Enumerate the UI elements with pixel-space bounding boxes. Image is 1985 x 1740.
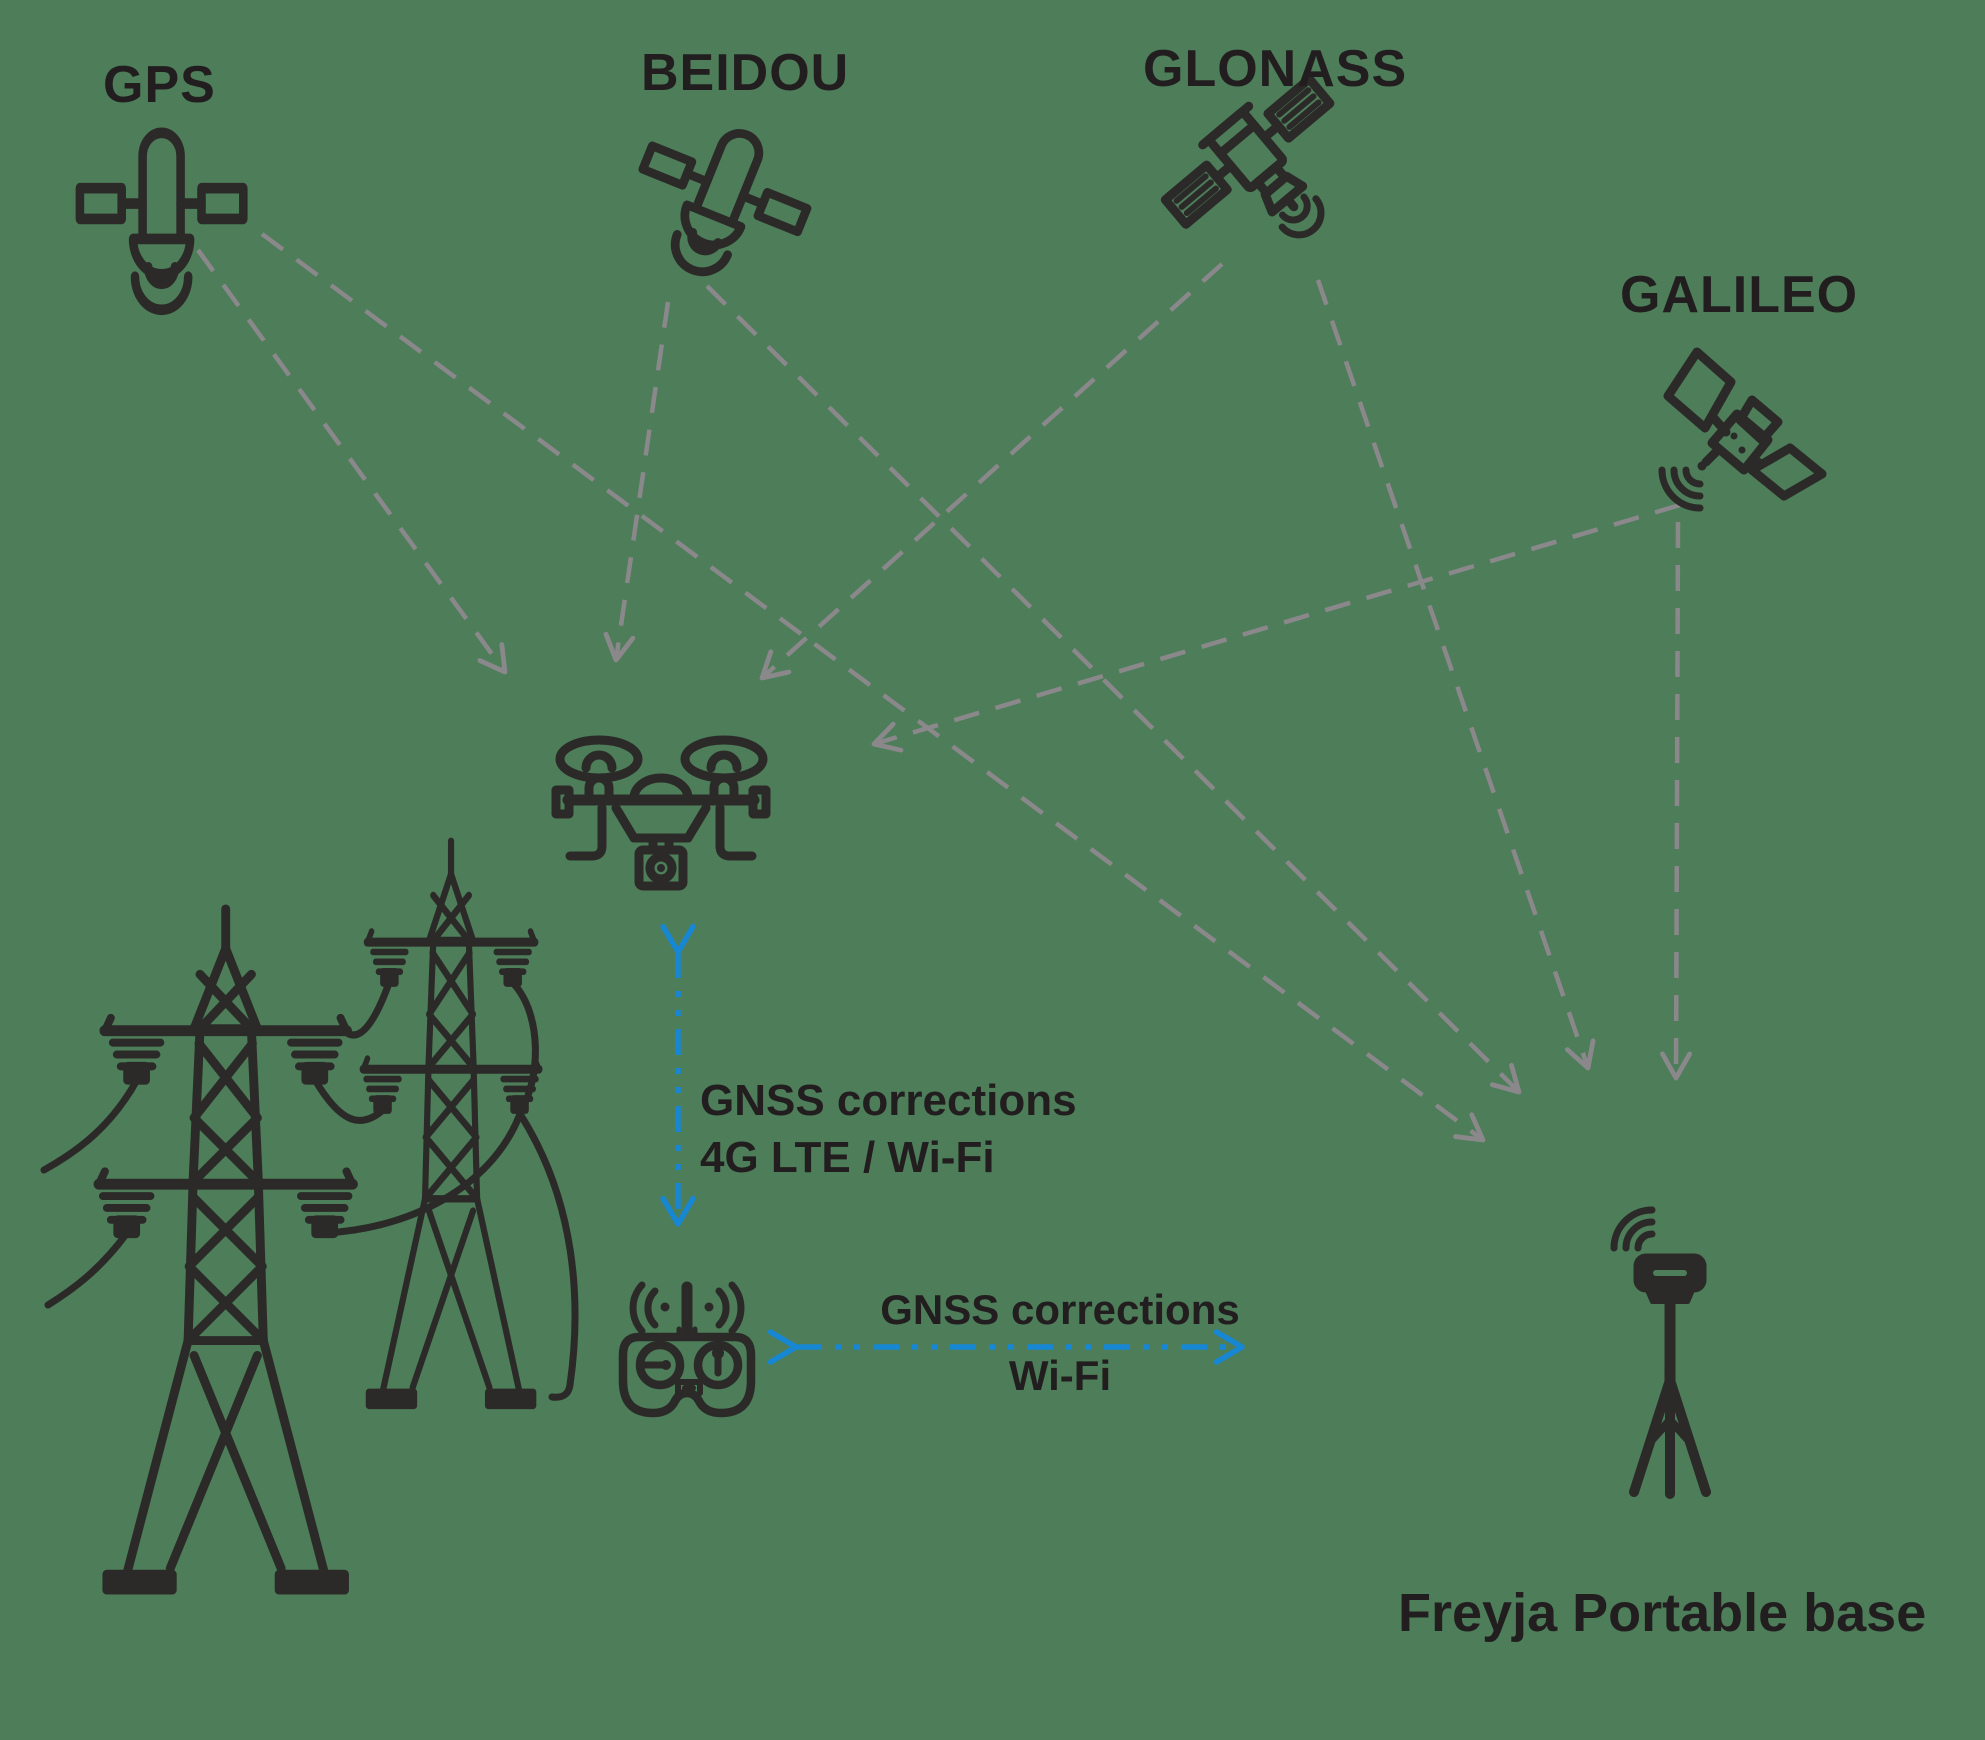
galileo-to-drone-arrow [871,502,1681,753]
glonass-label: GLONASS [1143,40,1408,98]
drone-icon [551,735,771,891]
galileo-label: GALILEO [1620,266,1859,324]
controller-base-link-label-line2: Wi-Fi [1008,1352,1112,1399]
beidou-to-drone-arrow [603,301,671,663]
galileo-satellite-icon [1658,347,1827,512]
galileo-to-base-arrow [1660,521,1693,1081]
power-towers-icon [40,841,579,1590]
signal-dashed-arrows [196,232,1693,1143]
gps-to-drone-arrow [196,248,508,675]
beidou-label: BEIDOU [641,44,850,102]
glonass-to-base-arrow [1315,279,1596,1071]
gps-label: GPS [103,56,216,114]
link-label-line2: 4G LTE / Wi-Fi [700,1133,995,1182]
blue-correction-arrows [660,923,1245,1365]
base-station-icon [1610,1206,1711,1499]
glonass-satellite-icon [1160,74,1335,239]
gps-satellite-icon [80,133,243,310]
gps-to-base-arrow [260,232,1486,1143]
freyja-base-label: Freyja Portable base [1398,1583,1927,1643]
beidou-satellite-icon [615,104,824,301]
power-tower-left [99,909,352,1590]
controller-base-link-label-line1: GNSS corrections [880,1286,1240,1333]
glonass-to-drone-arrow [759,262,1224,681]
rc-controller-icon [618,1281,756,1418]
beidou-to-base-arrow [705,284,1522,1095]
power-lines [40,979,579,1401]
link-label-line1: GNSS corrections [700,1076,1077,1125]
drone-controller-link-label: GNSS corrections 4G LTE / Wi-Fi [700,1072,1077,1186]
